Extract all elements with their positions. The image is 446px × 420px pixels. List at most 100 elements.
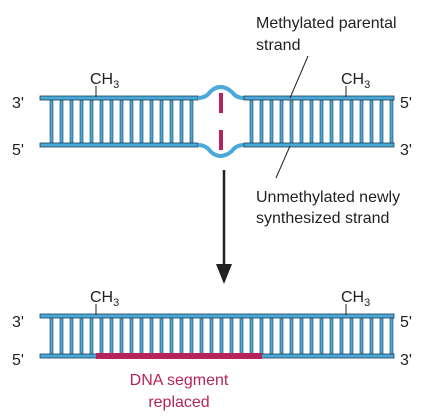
base-pair-rung	[69, 317, 74, 355]
base-pair-rung	[169, 99, 174, 144]
bottom-left-lower-end-label: 5'	[12, 352, 24, 369]
base-pair-rung	[279, 99, 284, 144]
base-pair-rung	[109, 99, 114, 144]
base-pair-rung	[179, 317, 184, 355]
base-pair-rung	[119, 99, 124, 144]
base-pair-rung	[59, 317, 64, 355]
base-pair-rung	[79, 99, 84, 144]
base-pair-rung	[209, 317, 214, 355]
base-pair-rung	[169, 317, 174, 355]
base-pair-rung	[319, 317, 324, 355]
bottom-left-upper-end-label: 3'	[12, 314, 24, 331]
base-pair-rung	[189, 99, 194, 144]
new-strand-label-line1: Unmethylated newly	[256, 189, 400, 206]
base-pair-rung	[109, 317, 114, 355]
base-pair-rung	[299, 317, 304, 355]
top-left-upper-strand	[39, 95, 199, 101]
base-pair-rung	[129, 99, 134, 144]
base-pair-rung	[289, 99, 294, 144]
base-pair-rung	[379, 317, 384, 355]
base-pair-rung	[359, 317, 364, 355]
base-pair-rung	[389, 317, 394, 355]
base-pair-rung	[99, 317, 104, 355]
base-pair-rung	[89, 317, 94, 355]
base-pair-rung	[69, 99, 74, 144]
bottom-methyl-left-label: CH3	[90, 289, 119, 309]
base-pair-rung	[129, 317, 134, 355]
bottom-base-pair-rungs	[49, 317, 394, 355]
base-pair-rung	[149, 99, 154, 144]
base-pair-rung	[279, 317, 284, 355]
base-pair-rung	[179, 99, 184, 144]
base-pair-rung	[339, 99, 344, 144]
base-pair-rung	[339, 317, 344, 355]
replaced-segment-label-line2: replaced	[148, 394, 209, 411]
base-pair-rung	[319, 99, 324, 144]
base-pair-rung	[229, 317, 234, 355]
base-pair-rung	[369, 99, 374, 144]
new-strand-leader	[275, 145, 291, 179]
new-strand-label-line2: synthesized strand	[256, 210, 389, 227]
base-pair-rung	[299, 99, 304, 144]
replaced-segment-label-line1: DNA segment	[130, 372, 229, 389]
base-pair-rung	[309, 317, 314, 355]
top-mismatch-mark-upper	[219, 93, 223, 113]
bottom-methyl-right-label: CH3	[341, 289, 370, 309]
base-pair-rung	[189, 317, 194, 355]
base-pair-rung	[249, 99, 254, 144]
top-right-lower-strand	[243, 142, 395, 148]
base-pair-rung	[349, 99, 354, 144]
replaced-segment-bar	[96, 353, 262, 359]
base-pair-rung	[79, 317, 84, 355]
top-dna-duplex	[39, 55, 395, 179]
top-left-lower-end-label: 5'	[12, 142, 24, 159]
base-pair-rung	[249, 317, 254, 355]
bottom-right-upper-end-label: 5'	[400, 314, 412, 331]
base-pair-rung	[269, 99, 274, 144]
base-pair-rung	[89, 99, 94, 144]
base-pair-rung	[199, 317, 204, 355]
top-right-upper-strand	[243, 95, 395, 101]
base-pair-rung	[389, 99, 394, 144]
base-pair-rung	[259, 99, 264, 144]
base-pair-rung	[159, 99, 164, 144]
base-pair-rung	[329, 317, 334, 355]
base-pair-rung	[329, 99, 334, 144]
top-bubble-upper-strand	[197, 85, 245, 100]
parental-strand-label-line1: Methylated parental	[256, 15, 397, 32]
base-pair-rung	[49, 317, 54, 355]
bottom-upper-strand	[39, 313, 395, 319]
base-pair-rung	[259, 317, 264, 355]
top-right-lower-end-label: 3'	[400, 142, 412, 159]
bottom-right-lower-end-label: 3'	[400, 352, 412, 369]
process-arrow	[216, 170, 232, 284]
top-bubble-lower-strand	[197, 143, 245, 158]
base-pair-rung	[159, 317, 164, 355]
top-left-lower-strand	[39, 142, 199, 148]
base-pair-rung	[379, 99, 384, 144]
base-pair-rung	[99, 99, 104, 144]
parental-strand-label-line2: strand	[256, 37, 300, 54]
base-pair-rung	[149, 317, 154, 355]
base-pair-rung	[369, 317, 374, 355]
base-pair-rung	[219, 317, 224, 355]
base-pair-rung	[119, 317, 124, 355]
top-methyl-right-label: CH3	[341, 71, 370, 91]
top-left-upper-end-label: 3'	[12, 95, 24, 112]
base-pair-rung	[139, 317, 144, 355]
base-pair-rung	[59, 99, 64, 144]
top-right-upper-end-label: 5'	[400, 95, 412, 112]
base-pair-rung	[239, 317, 244, 355]
top-mismatch-mark-lower	[219, 130, 223, 150]
base-pair-rung	[49, 99, 54, 144]
base-pair-rung	[359, 99, 364, 144]
base-pair-rung	[139, 99, 144, 144]
base-pair-rung	[309, 99, 314, 144]
top-methyl-left-label: CH3	[90, 71, 119, 91]
bottom-dna-duplex	[39, 304, 395, 359]
base-pair-rung	[349, 317, 354, 355]
base-pair-rung	[269, 317, 274, 355]
base-pair-rung	[289, 317, 294, 355]
parental-strand-leader	[289, 55, 309, 99]
